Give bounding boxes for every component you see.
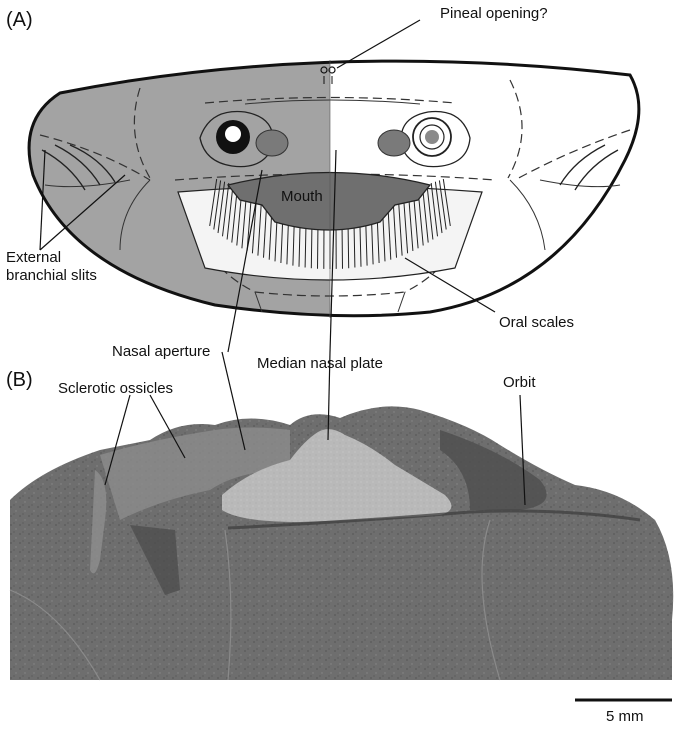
right-nasal-opening bbox=[378, 130, 410, 156]
oral-scales-label: Oral scales bbox=[499, 314, 574, 331]
orbit-label: Orbit bbox=[503, 374, 536, 391]
panel-a-label: (A) bbox=[6, 9, 33, 31]
mouth-label: Mouth bbox=[281, 188, 323, 205]
scale-bar: 5 mm bbox=[575, 700, 672, 724]
scale-bar-label: 5 mm bbox=[606, 708, 644, 724]
external-label-line1: External bbox=[6, 249, 61, 266]
pineal-opening-label: Pineal opening? bbox=[440, 5, 548, 22]
panel-a-drawing: (A) Pineal opening? Mouth External branc… bbox=[0, 5, 685, 331]
panel-b-label: (B) bbox=[6, 369, 33, 391]
external-label-line2: branchial slits bbox=[6, 267, 97, 284]
left-nasal-opening bbox=[256, 130, 288, 156]
sclerotic-ossicles-label: Sclerotic ossicles bbox=[58, 380, 173, 397]
nasal-aperture-label: Nasal aperture bbox=[112, 343, 210, 360]
median-nasal-plate-label: Median nasal plate bbox=[257, 355, 383, 372]
